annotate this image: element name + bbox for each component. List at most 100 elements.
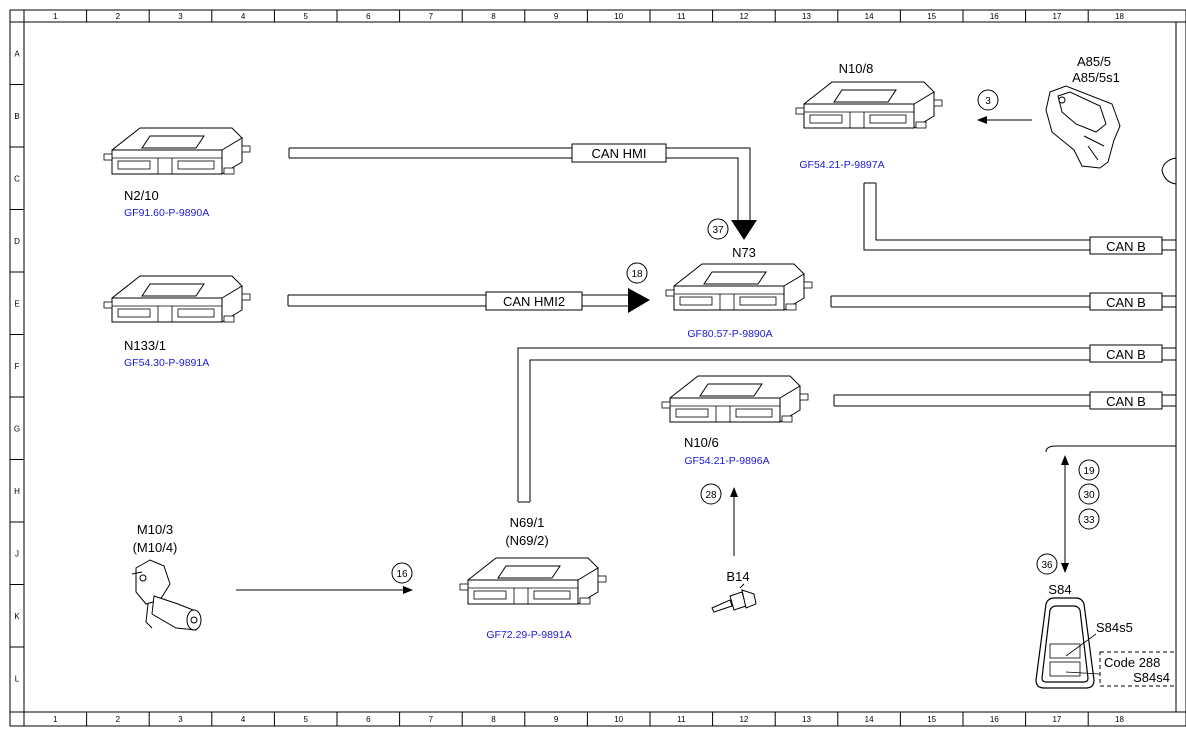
svg-text:19: 19 [1083, 466, 1095, 477]
temperature-sensor-icon [711, 583, 757, 613]
svg-text:16: 16 [396, 569, 408, 580]
row-ref-E: E [14, 299, 19, 308]
bus-label-can-b-1: CAN B [1089, 236, 1163, 255]
bus-lines [287, 147, 1176, 503]
svg-text:33: 33 [1083, 515, 1095, 526]
column-ref-10: 10 [614, 12, 623, 21]
callout-36: 36 [1036, 553, 1058, 575]
label-n10-8: N10/8 [839, 61, 874, 76]
ref-n73[interactable]: GF80.57-P-9890A [687, 328, 772, 340]
column-ref-11: 11 [677, 715, 686, 724]
ref-n69-1[interactable]: GF72.29-P-9891A [486, 629, 571, 641]
callout-37: 37 [707, 218, 729, 240]
callout-16: 16 [391, 562, 413, 584]
row-ref-H: H [14, 487, 20, 496]
column-ref-4: 4 [241, 12, 246, 21]
svg-text:36: 36 [1041, 560, 1053, 571]
column-ref-2: 2 [116, 12, 121, 21]
column-ref-10: 10 [614, 715, 623, 724]
svg-text:CAN B: CAN B [1106, 295, 1146, 310]
svg-text:18: 18 [631, 269, 643, 280]
row-ref-C: C [14, 174, 20, 183]
column-ref-16: 16 [990, 12, 999, 21]
bus-label-can-b-2: CAN B [1089, 292, 1163, 311]
row-ref-G: G [14, 424, 20, 433]
column-ref-7: 7 [429, 715, 434, 724]
label-code-288: Code 288 [1104, 655, 1160, 670]
label-n69-2: (N69/2) [505, 533, 548, 548]
column-ref-9: 9 [554, 12, 559, 21]
column-ref-17: 17 [1052, 715, 1061, 724]
row-ref-B: B [14, 112, 19, 121]
ecu-n10-8 [795, 81, 943, 129]
label-m10-3: M10/3 [137, 522, 173, 537]
bus-label-can-hmi: CAN HMI [571, 143, 667, 163]
column-ref-13: 13 [802, 715, 811, 724]
svg-text:3: 3 [985, 96, 991, 107]
ecu-n69-1 [459, 557, 607, 605]
column-ref-14: 14 [865, 12, 874, 21]
row-ref-F: F [15, 362, 20, 371]
row-ref-J: J [15, 549, 19, 558]
signal-arrows [236, 116, 1176, 594]
can-hmi2-arrowhead [628, 288, 650, 313]
column-ref-3: 3 [178, 715, 183, 724]
ecu-n2-10 [103, 127, 251, 175]
column-ref-4: 4 [241, 715, 246, 724]
ref-n133-1[interactable]: GF54.30-P-9891A [124, 357, 209, 369]
svg-text:CAN HMI: CAN HMI [592, 146, 647, 161]
row-ref-A: A [14, 49, 20, 58]
key-fob-icon [1035, 597, 1101, 689]
row-ref-K: K [14, 612, 20, 621]
column-ref-13: 13 [802, 12, 811, 21]
bus-label-can-b-4: CAN B [1089, 391, 1163, 410]
ecu-n10-6 [661, 375, 809, 423]
column-ref-11: 11 [677, 12, 686, 21]
label-b14: B14 [726, 569, 749, 584]
column-ref-5: 5 [303, 715, 308, 724]
code-288-dashed-box [1099, 651, 1177, 687]
column-ref-2: 2 [116, 715, 121, 724]
column-ref-7: 7 [429, 12, 434, 21]
motor-icon [131, 559, 202, 631]
column-ref-8: 8 [491, 12, 496, 21]
ref-n10-8[interactable]: GF54.21-P-9897A [799, 159, 884, 171]
column-ref-18: 18 [1115, 715, 1124, 724]
label-s84s4: S84s4 [1133, 670, 1170, 685]
label-s84s5: S84s5 [1096, 620, 1133, 635]
column-ref-18: 18 [1115, 12, 1124, 21]
svg-text:CAN B: CAN B [1106, 394, 1146, 409]
callout-28: 28 [700, 483, 722, 505]
column-ref-17: 17 [1052, 12, 1061, 21]
bus-label-can-b-3: CAN B [1089, 344, 1163, 363]
column-ref-1: 1 [53, 12, 58, 21]
row-ref-L: L [15, 674, 20, 683]
column-ref-12: 12 [739, 715, 748, 724]
callout-18: 18 [626, 262, 648, 284]
ecu-n133-1 [103, 275, 251, 323]
svg-text:CAN HMI2: CAN HMI2 [503, 294, 565, 309]
label-n73: N73 [732, 245, 756, 260]
label-a85-5s1: A85/5s1 [1072, 70, 1120, 85]
column-ref-15: 15 [927, 12, 936, 21]
ref-n10-6[interactable]: GF54.21-P-9896A [684, 455, 769, 467]
can-hmi-arrowhead [731, 220, 757, 240]
label-m10-4: (M10/4) [133, 540, 178, 555]
ref-n2-10[interactable]: GF91.60-P-9890A [124, 207, 209, 219]
label-a85-5: A85/5 [1077, 54, 1111, 69]
label-s84: S84 [1048, 582, 1071, 597]
column-ref-3: 3 [178, 12, 183, 21]
column-ref-6: 6 [366, 12, 371, 21]
column-ref-1: 1 [53, 715, 58, 724]
bus-label-can-hmi2: CAN HMI2 [485, 291, 583, 311]
callout-30: 30 [1078, 483, 1100, 505]
svg-text:28: 28 [705, 490, 717, 501]
column-ref-14: 14 [865, 715, 874, 724]
column-ref-15: 15 [927, 715, 936, 724]
label-n69-1: N69/1 [510, 515, 545, 530]
column-ref-8: 8 [491, 715, 496, 724]
label-n2-10: N2/10 [124, 188, 159, 203]
